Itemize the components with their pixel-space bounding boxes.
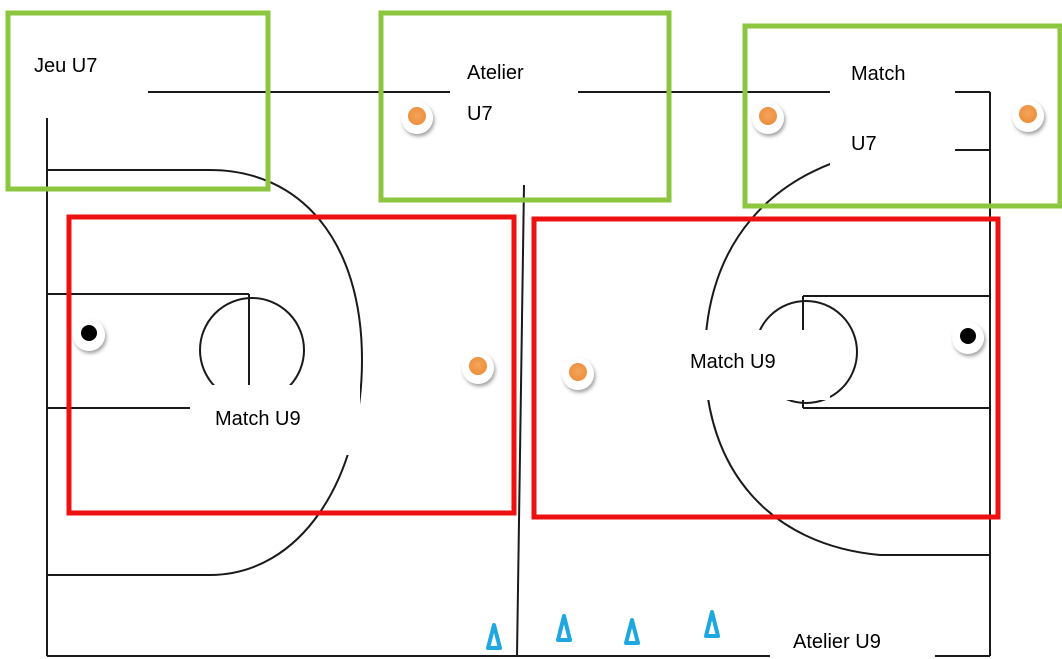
disc-marker-icon (401, 102, 433, 134)
label-jeu-u7: Jeu U7 (34, 55, 97, 77)
label-match-u7-line2: U7 (851, 133, 877, 155)
label-atelier-u9: Atelier U9 (793, 631, 881, 653)
disc-marker-icon (1012, 100, 1044, 132)
disc-marker-icon (73, 319, 105, 351)
label-match-u9-left: Match U9 (215, 408, 301, 430)
u7-zones (5, 10, 1062, 209)
zone-labels: Jeu U7 Atelier U7 Match U7 Match U9 Matc… (34, 55, 905, 653)
u9-zones (66, 214, 1001, 520)
zone-match-u9-left (66, 214, 517, 516)
disc-markers (73, 100, 1044, 390)
half-court-line (516, 184, 525, 657)
label-atelier-u7-line2: U7 (467, 103, 493, 125)
triangle-cone-icon (556, 614, 572, 642)
zone-match-u9-right (531, 216, 1001, 520)
triangle-cone-icon (624, 618, 640, 645)
disc-marker-icon (562, 358, 594, 390)
disc-marker-icon (752, 102, 784, 134)
left-three-point-arc (47, 169, 364, 576)
label-match-u7-line1: Match (851, 63, 905, 85)
zone-match-u7 (742, 23, 1062, 209)
disc-marker-icon (952, 322, 984, 354)
triangle-cone-icon (486, 623, 502, 650)
triangle-cone-icon (704, 610, 720, 638)
cones (486, 610, 720, 650)
zone-jeu-u7 (5, 10, 271, 192)
label-masks (20, 40, 955, 658)
label-atelier-u7-line1: Atelier (467, 62, 524, 84)
label-match-u9-right: Match U9 (690, 351, 776, 373)
zone-atelier-u7 (378, 10, 672, 203)
disc-marker-icon (462, 352, 494, 384)
